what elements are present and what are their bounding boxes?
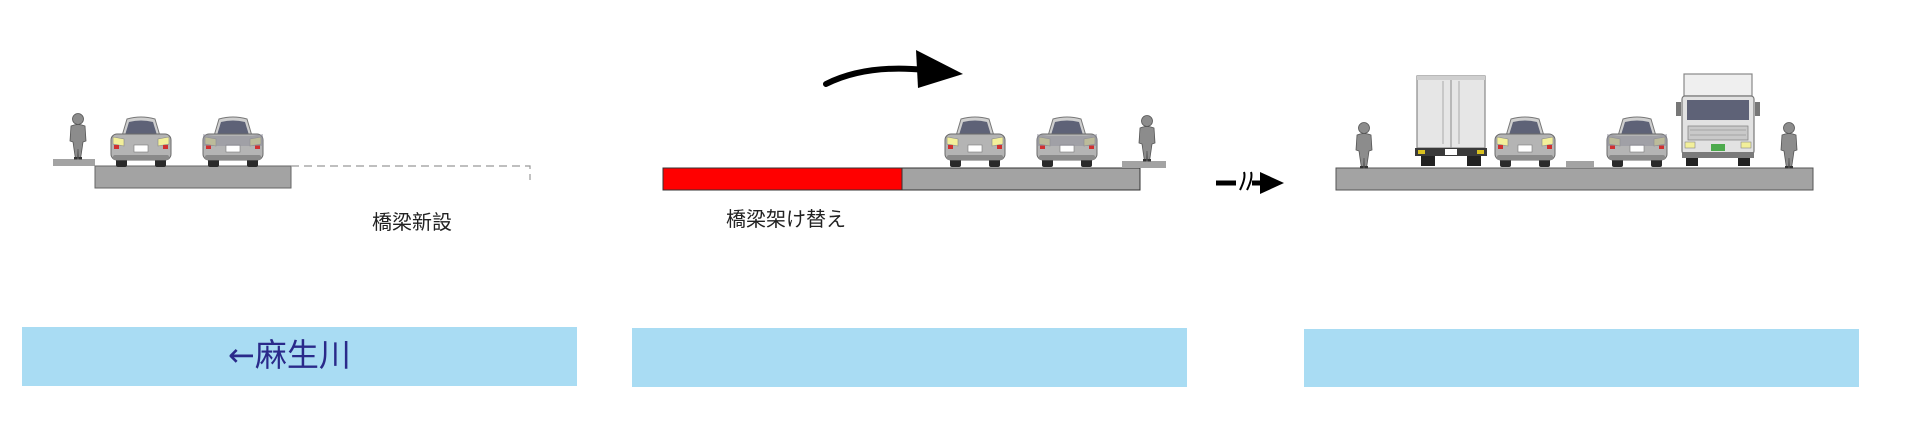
stage-3-median — [1566, 161, 1594, 168]
stage-2-label: 橋梁架け替え — [726, 207, 846, 231]
truck-icon — [1675, 73, 1761, 167]
stage-2 — [662, 50, 1166, 191]
stage-2-new-bridge — [662, 167, 903, 191]
stage-2-sidewalk — [1122, 161, 1166, 168]
river-1 — [22, 327, 577, 386]
stage-1-label: 橋梁新設 — [372, 210, 452, 234]
person-icon — [69, 113, 87, 160]
stage-1-planned-bridge-outline — [291, 165, 531, 180]
river-3 — [1304, 329, 1859, 387]
person-icon — [1780, 122, 1798, 169]
car-icon — [944, 116, 1006, 168]
stage-1-sidewalk — [53, 159, 95, 166]
stage-2-existing-bridge — [901, 167, 1141, 191]
car-icon — [1494, 116, 1556, 168]
car-icon — [1606, 116, 1668, 168]
person-icon — [1138, 115, 1156, 162]
person-icon — [1355, 122, 1373, 169]
stage-1 — [53, 113, 531, 189]
car-icon — [1036, 116, 1098, 168]
car-icon — [110, 116, 172, 168]
car-icon — [202, 116, 264, 168]
stage-1-existing-bridge — [94, 165, 292, 189]
next-step-arrow-icon — [1216, 171, 1284, 194]
curved-arrow-icon — [823, 50, 963, 88]
truck-icon — [1414, 75, 1488, 167]
river-name-label: ←麻生川 — [228, 336, 351, 374]
river-2 — [632, 328, 1187, 387]
stage-3 — [1335, 73, 1814, 191]
stage-3-completed-bridge — [1335, 167, 1814, 191]
